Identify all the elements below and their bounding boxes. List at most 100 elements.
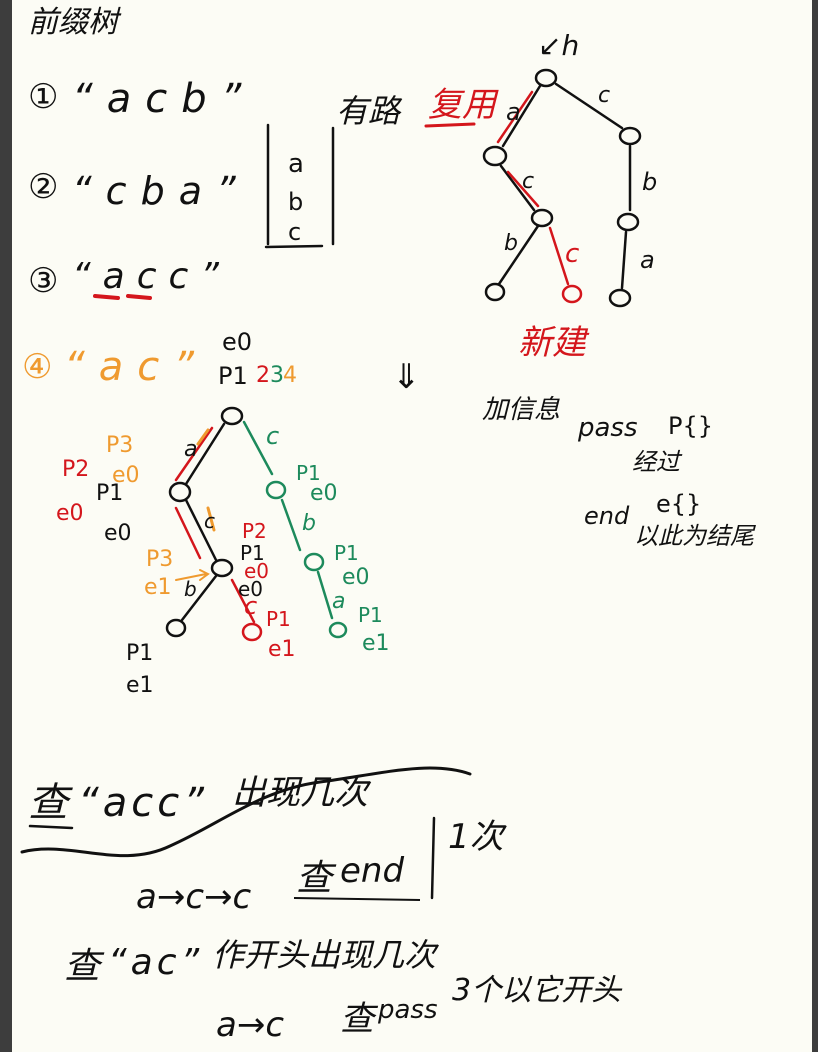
edge-c-red: c (244, 592, 257, 620)
top-edge-b-left: b (504, 231, 518, 256)
path-note: 有路 (336, 92, 403, 130)
info-line1-field: pass (577, 413, 638, 443)
query1-suffix: 出现几次 (232, 773, 372, 813)
top-node-a (482, 145, 508, 167)
top-node-cb (616, 212, 640, 232)
label-green3-p: P1 (358, 603, 383, 627)
word-1-text: “acb” (72, 76, 255, 122)
bottom-node-acb (165, 618, 187, 638)
label-mid-e1-orange: e1 (144, 575, 172, 600)
info-notes: 加信息 pass P{} 经过 end e{} 以此为结尾 (482, 395, 756, 550)
top-trie-root-label: ↙h (538, 29, 579, 62)
label-leaf-e1: e1 (126, 673, 154, 698)
arrow-down-icon: ⇓ (392, 357, 421, 397)
label-mid-p1: P1 (240, 541, 265, 565)
bottom-node-c (265, 480, 287, 500)
top-trie: ↙h a c c b b (482, 29, 657, 308)
top-edge-c-mid: c (522, 169, 534, 194)
query1-field: end (340, 851, 404, 891)
label-mid-e0-red: e0 (244, 559, 269, 583)
word-3-index: ③ (28, 261, 58, 301)
root-e-label: e0 (222, 328, 252, 356)
stack-item-c: c (288, 218, 301, 246)
query2-prefix: 查 (64, 946, 105, 987)
info-line2: 经过 (632, 448, 683, 476)
edge-a-green: a (332, 589, 345, 614)
label-red-leaf-e1: e1 (268, 637, 296, 662)
label-left-e0-orange: e0 (112, 463, 140, 488)
info-line1-var: P{} (668, 412, 713, 440)
query2-path: a→c (216, 1005, 284, 1045)
top-edge-c-right: c (598, 83, 610, 108)
top-node-cba (608, 288, 632, 308)
word-1-index: ① (28, 77, 58, 117)
top-node-acc-new (561, 284, 583, 304)
new-note: 新建 (518, 323, 590, 363)
query1-prefix: 查 (28, 780, 73, 826)
label-left-e0-black: e0 (104, 521, 132, 546)
query1-wave (20, 766, 472, 858)
root-p-green: 3 (270, 363, 284, 388)
word-4-text: “ac” (64, 344, 208, 390)
label-left-p3: P3 (106, 433, 133, 458)
top-edge-b-right: b (642, 168, 657, 196)
edge-c-green: c (266, 422, 279, 450)
label-mid-p2: P2 (242, 519, 267, 543)
stack-item-a: a (288, 149, 304, 179)
word-2-index: ② (28, 167, 58, 207)
reuse-underline (424, 122, 476, 128)
right-bezel (812, 0, 818, 1052)
query2-word: “ac” (108, 942, 203, 983)
query2-result: 3个以它开头 (452, 973, 623, 1008)
query1-check: 查 (296, 858, 337, 899)
bottom-node-a (168, 481, 192, 503)
bottom-trie: e0 P1 2 3 4 (56, 328, 390, 698)
root-p-orange: 4 (283, 363, 297, 388)
edge-b-green: b (302, 511, 316, 536)
info-line3-field: end (584, 502, 630, 530)
word-2-text: “cba” (72, 169, 250, 213)
label-left-p1: P1 (96, 481, 123, 506)
query-2: 查 “ac” 作开头出现几次 a→c 查 pass 3个以它开头 (64, 936, 623, 1045)
label-green1-e: e0 (310, 481, 338, 506)
query2-field: pass (377, 995, 438, 1025)
label-green1-p: P1 (296, 461, 321, 485)
stack-item-b: b (288, 188, 303, 216)
query1-path: a→c→c (136, 877, 252, 917)
edge-a: a (184, 437, 197, 462)
label-red-leaf-p1: P1 (266, 607, 291, 631)
label-green2-p: P1 (334, 541, 359, 565)
reuse-note: 复用 (428, 85, 499, 125)
mid-arrow (175, 569, 210, 581)
word-3-underline (93, 294, 152, 300)
query2-check: 查 (340, 999, 379, 1039)
top-edge-a-right: a (640, 246, 655, 274)
bottom-node-cb (303, 552, 325, 572)
root-p-red: 2 (256, 363, 270, 388)
word-3-text: “acc” (72, 256, 231, 297)
stack-box: a b c (264, 123, 335, 249)
top-edge-c-red: c (565, 239, 579, 269)
bottom-node-ac (210, 558, 234, 578)
bottom-node-root (220, 406, 244, 426)
left-bezel (0, 0, 12, 1052)
top-edge-a: a (506, 98, 521, 126)
label-green2-e: e0 (342, 565, 370, 590)
query1-result: 1次 (448, 817, 508, 857)
query2-suffix: 作开头出现几次 (212, 936, 439, 974)
root-p-label: P1 (218, 362, 248, 390)
word-4-index: ④ (22, 347, 52, 387)
top-node-root (534, 68, 558, 88)
label-leaf-p1: P1 (126, 641, 153, 666)
label-left-p2: P2 (62, 457, 89, 482)
edge-c-mid: c (204, 509, 215, 533)
bottom-node-acc (241, 622, 263, 642)
label-mid-e0-black: e0 (238, 577, 263, 601)
info-line1-prefix: 加信息 (482, 395, 560, 425)
info-line4: 以此为结尾 (634, 522, 756, 550)
query1-word: “acc” (78, 780, 208, 826)
top-node-acb (484, 282, 506, 302)
edge-b-left: b (184, 577, 197, 601)
